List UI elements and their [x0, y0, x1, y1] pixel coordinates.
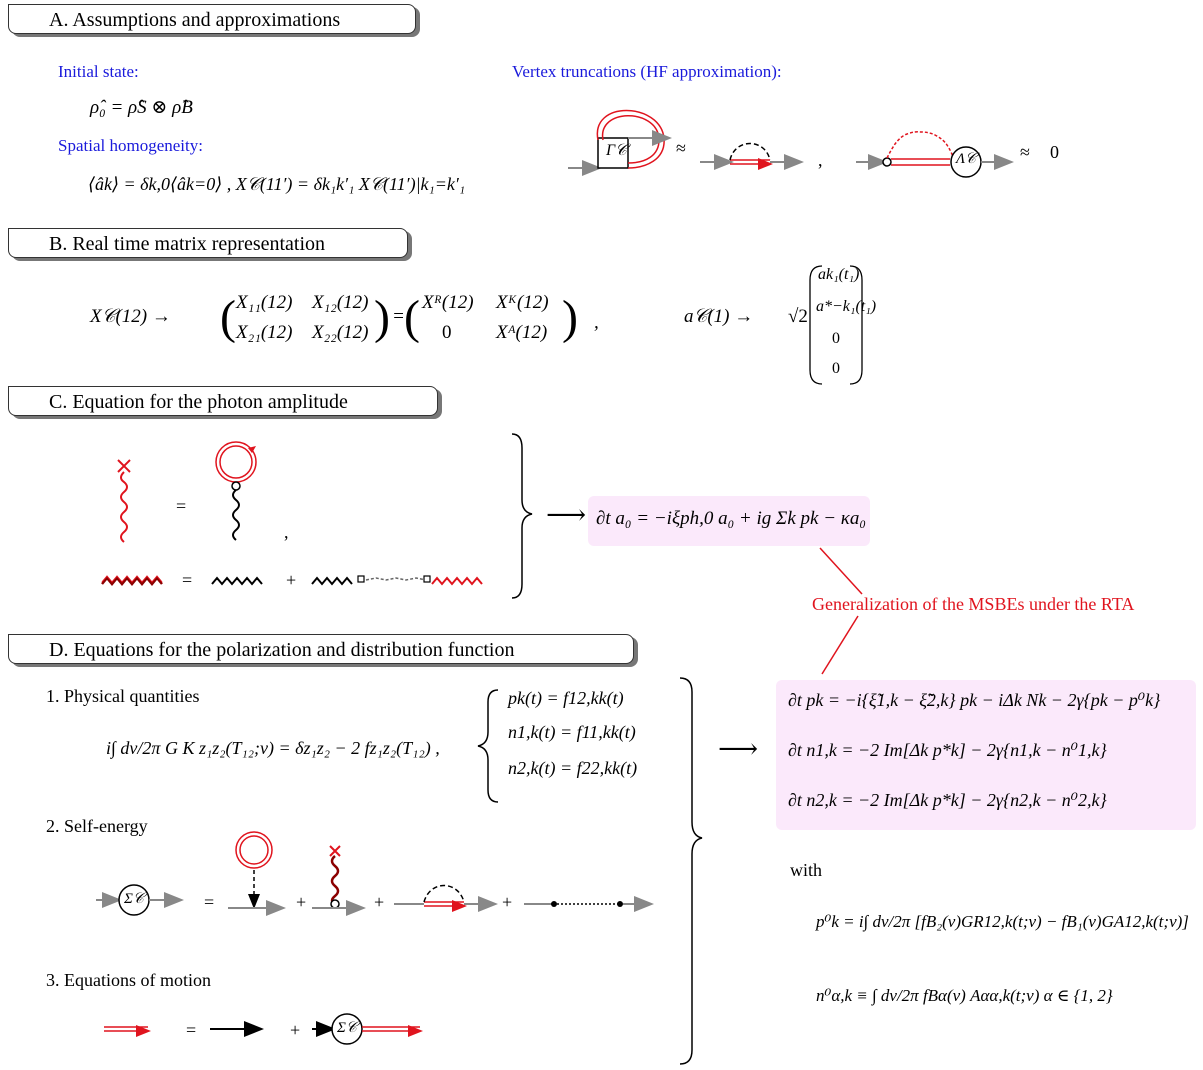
photon-dyson-lhs: [101, 575, 163, 586]
n1-definition: n1,k(t) = f11,kk(t): [508, 722, 636, 742]
gamma-vertex-diagram: [568, 109, 672, 176]
sigma-circle-eom: [331, 1013, 363, 1045]
vector-1: ak₁(t₁): [818, 266, 860, 283]
msbe-n2: ∂t n2,k = −2 Im[Δk p*k] − 2γ{n2,k − n⁰2,…: [788, 790, 1107, 810]
msbe-box: [776, 680, 1196, 830]
msbe-n1: ∂t n1,k = −2 Im[Δk p*k] − 2γ{n1,k − n⁰1,…: [788, 740, 1107, 760]
polarization-definition: pk(t) = f12,kk(t): [508, 688, 624, 708]
matrix-11: X₁₁(12): [236, 292, 293, 313]
plus-2: +: [374, 892, 385, 912]
dyson-equation: [104, 1013, 423, 1045]
pointer-line-top: [819, 547, 863, 595]
photon-tadpole-diagram: [215, 441, 257, 541]
matrix-12: X₁₂(12): [312, 292, 369, 313]
matrix-equals: =: [392, 306, 405, 327]
section-c-brace: [511, 433, 533, 599]
physical-quantities-label: 1. Physical quantities: [46, 686, 200, 706]
n0-equation: n⁰α,k ≡ ∫ dν/2π fBα(ν) Aαα,k(t;ν) α ∈ {1…: [816, 986, 1113, 1005]
amplitude-left: a𝒞(1) →: [684, 306, 754, 327]
equations-of-motion-label: 3. Equations of motion: [46, 970, 211, 990]
advanced-22: Xᴬ(12): [496, 322, 548, 343]
with-label: with: [790, 860, 823, 880]
plus-1: +: [296, 892, 307, 912]
paren-open-2: (: [404, 291, 420, 344]
photon-plus: +: [286, 570, 297, 590]
photon-equation: ∂t a₀ = −iξph,0 a₀ + ig Σk pk − κa₀: [596, 508, 866, 529]
comma-b: ,: [594, 312, 599, 333]
photon-comma: ,: [284, 522, 289, 542]
section-b-header: B. Real time matrix representation: [8, 228, 408, 258]
initial-state-label: Initial state:: [58, 62, 139, 81]
zero-21: 0: [442, 322, 452, 343]
matrix-22: X₂₂(12): [312, 322, 369, 343]
photon-arrow: ⟶: [546, 500, 587, 531]
msbe-polarization: ∂t pk = −i{ξ̃1,k − ξ̃2,k} pk − iΔk Nk − …: [788, 690, 1161, 710]
lambda-vertex-diagram: [856, 131, 1014, 178]
msbe-arrow: ⟶: [718, 734, 759, 765]
fock-diagram: [700, 142, 804, 170]
self-energy-lhs: [96, 884, 184, 916]
approx-sign-2: ≈: [1020, 142, 1030, 162]
spatial-homogeneity-equation: ⟨âk⟩ = δk,0⟨âk=0⟩ , X𝒞(11′) = δk₁k′₁ X𝒞(…: [88, 174, 466, 194]
section-c-header: C. Equation for the photon amplitude: [8, 386, 438, 416]
self-energy-equals: =: [204, 892, 215, 912]
paren-close-2: ): [562, 291, 578, 344]
spatial-homogeneity-label: Spatial homogeneity:: [58, 136, 203, 155]
section-a-header: A. Assumptions and approximations: [8, 4, 416, 34]
section-d-brace: [679, 677, 703, 1065]
photon-amplitude-line: [117, 459, 131, 543]
plus-3: +: [502, 892, 513, 912]
p0-equation: p⁰k = i∫ dν/2π [fB₂(ν)GR12,k(t;ν) − fB₁(…: [816, 912, 1189, 931]
lambda-label: Λ𝒞: [956, 151, 976, 167]
generalization-label: Generalization of the MSBEs under the RT…: [812, 594, 1135, 614]
section-d-header: D. Equations for the polarization and di…: [8, 634, 634, 664]
self-energy-fock: [394, 884, 498, 912]
comma-a: ,: [818, 150, 823, 170]
initial-state-equation: ρ̂₀ = ρ̂S ⊗ ρ̂B: [90, 97, 193, 118]
self-energy-hartree: [228, 831, 286, 916]
photon-equals-2: =: [182, 570, 193, 590]
self-energy-photon: [312, 845, 366, 916]
n2-definition: n2,k(t) = f22,kk(t): [508, 758, 638, 778]
gamma-label: Γ𝒞: [606, 142, 627, 159]
sigma-label: Σ𝒞: [124, 891, 144, 907]
approx-sign-1: ≈: [676, 138, 686, 158]
self-energy-bath: [524, 896, 654, 912]
photon-equation-box: [588, 496, 870, 546]
physical-quantities-equation: i∫ dν/2π G K z₁z₂(T₁₂;ν) = δz₁z₂ − 2 fz₁…: [106, 738, 440, 758]
pointer-line-bottom: [821, 615, 859, 675]
paren-open-1: (: [220, 291, 236, 344]
photon-dyson-correction: [311, 575, 483, 586]
vector-4: 0: [832, 360, 840, 377]
dyson-equals: =: [186, 1020, 197, 1040]
dyson-plus: +: [290, 1020, 301, 1040]
vector-3: 0: [832, 330, 840, 347]
photon-dyson-bare: [211, 576, 263, 586]
vector-2: a*−k₁(t₁): [816, 298, 877, 315]
paren-close-1: ): [374, 291, 390, 344]
keldysh-12: Xᴷ(12): [496, 292, 549, 313]
matrix-21: X₂₁(12): [236, 322, 293, 343]
gamma-vertex-box: [597, 137, 629, 169]
photon-equals-1: =: [176, 496, 187, 516]
self-energy-label: 2. Self-energy: [46, 816, 148, 836]
zero-value: 0: [1050, 142, 1059, 162]
vertex-truncation-label: Vertex truncations (HF approximation):: [512, 62, 782, 81]
sigma-label-eom: Σ𝒞: [337, 1020, 357, 1036]
matrix-left: X𝒞(12) →: [90, 306, 171, 327]
retarded-11: Xᴿ(12): [422, 292, 474, 313]
sqrt-two: √2: [788, 306, 808, 327]
